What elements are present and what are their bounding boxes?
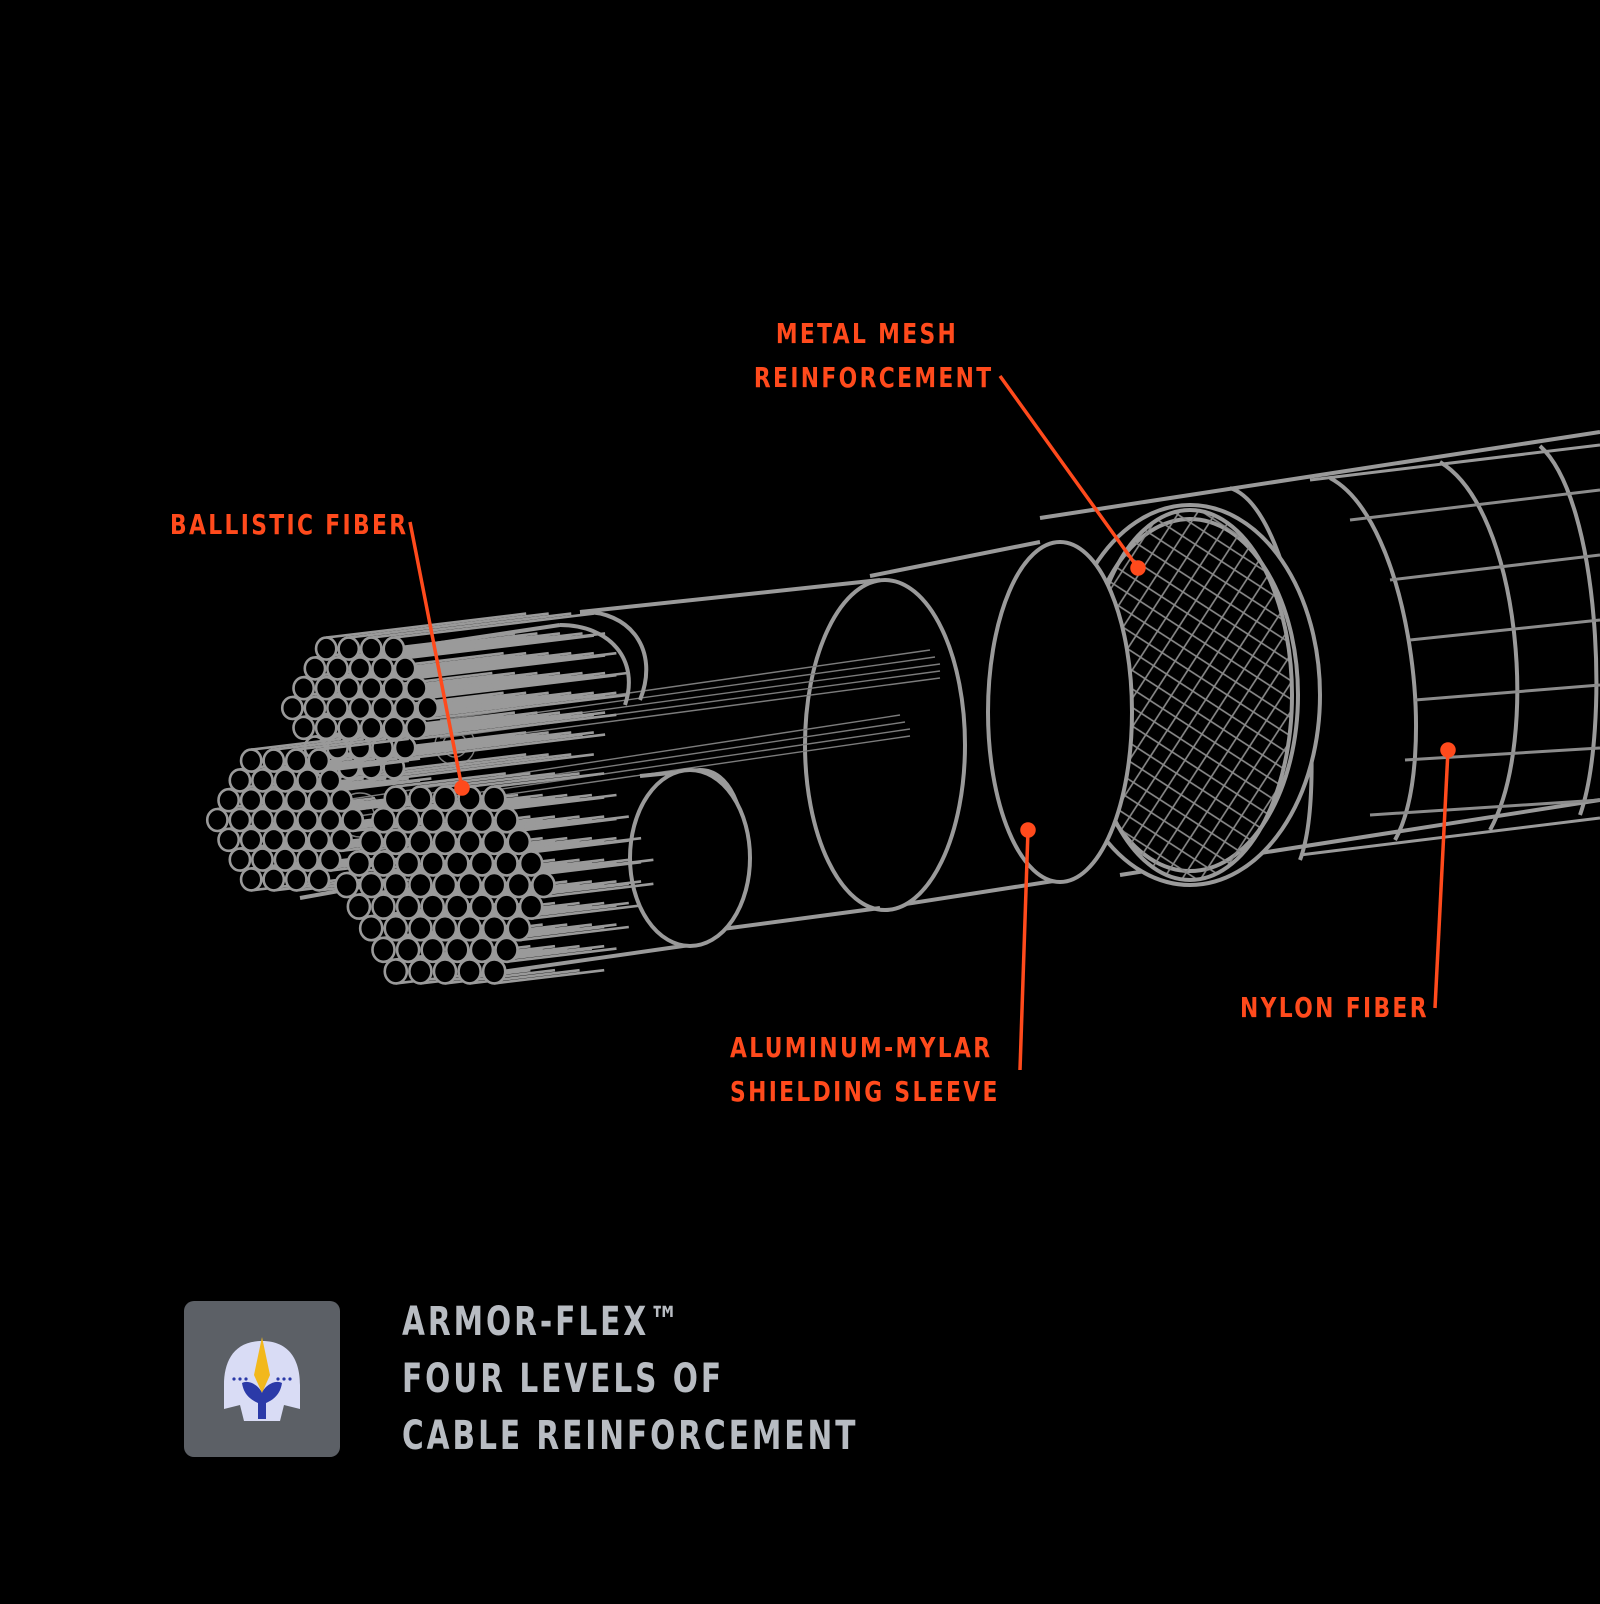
brand-tagline-2: CABLE REINFORCEMENT xyxy=(402,1413,859,1459)
brand-name: ARMOR-FLEX™ xyxy=(402,1299,682,1345)
aluminum-mylar-label: ALUMINUM-MYLAR SHIELDING SLEEVE xyxy=(730,1031,1000,1108)
leader-lines xyxy=(408,374,1456,1071)
brand-logo-tile xyxy=(184,1301,340,1457)
metal-mesh-label: METAL MESH REINFORCEMENT xyxy=(753,317,994,394)
brand-tagline-1: FOUR LEVELS OF xyxy=(402,1356,725,1402)
nylon-fiber-label: NYLON FIBER xyxy=(1240,991,1429,1024)
brand-caption: ARMOR-FLEX™ FOUR LEVELS OF CABLE REINFOR… xyxy=(402,1294,858,1465)
conductor-tubes xyxy=(269,609,752,977)
wire-strands xyxy=(205,612,654,985)
nylon-fiber-grid xyxy=(1349,488,1600,817)
knight-helmet-icon xyxy=(224,1337,300,1421)
ballistic-fiber-label: BALLISTIC FIBER xyxy=(170,508,409,541)
